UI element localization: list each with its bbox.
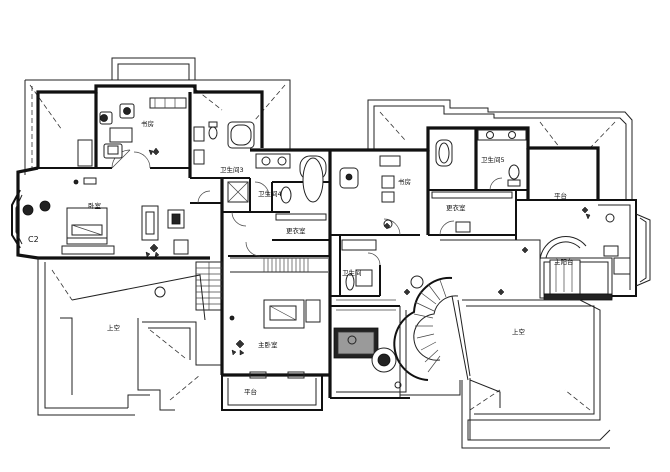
room-label-balcony-right: 主阳台 bbox=[554, 257, 574, 266]
room-label-terrace-bottom: 平台 bbox=[244, 387, 257, 396]
room-label-study-left: 书房 bbox=[141, 119, 154, 128]
room-label-study-right: 书房 bbox=[398, 177, 411, 186]
room-label-bedroom: 卧室 bbox=[88, 201, 102, 210]
room-label-bath-4: 卫生间4 bbox=[258, 189, 282, 198]
room-label-closet-2: 更衣室 bbox=[446, 203, 466, 212]
room-label-void-right: 上空 bbox=[512, 327, 526, 336]
room-label-bath-5: 卫生间5 bbox=[481, 155, 505, 164]
room-label-void-left: 上空 bbox=[107, 323, 121, 332]
room-label-bath-small: 卫生间 bbox=[342, 268, 362, 277]
right-wing: 主阳台 上空 bbox=[330, 99, 651, 449]
left-furniture: 书房 卫生间3 卫生间4 更衣室 bbox=[22, 97, 328, 396]
left-wing bbox=[11, 57, 332, 416]
room-label-master-bedroom: 主卧室 bbox=[258, 340, 278, 349]
room-label-bath-3: 卫生间3 bbox=[220, 165, 244, 174]
room-label-closet-1: 更衣室 bbox=[286, 226, 306, 235]
right-furniture: 书房 卫生间5 更衣室 平台 卫生间 bbox=[333, 129, 631, 389]
room-label-terrace-right: 平台 bbox=[554, 191, 567, 200]
window-code-c2: C2 bbox=[28, 235, 39, 244]
